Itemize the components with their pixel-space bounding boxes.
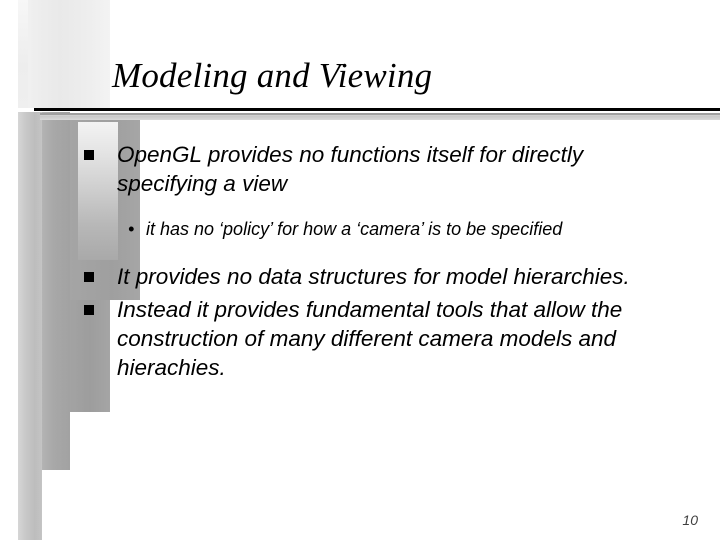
title-divider-shadow: [40, 113, 720, 120]
list-item-text: OpenGL provides no functions itself for …: [117, 142, 584, 196]
title-divider-shadow-top: [40, 113, 720, 115]
decoration-top-block-edge: [18, 0, 28, 108]
slide-body: OpenGL provides no functions itself for …: [84, 140, 664, 386]
list-item: OpenGL provides no functions itself for …: [84, 140, 664, 198]
page-number: 10: [682, 512, 698, 528]
title-divider-rule: [34, 108, 720, 111]
list-item: • it has no ‘policy’ for how a ‘camera’ …: [84, 216, 664, 242]
page-title: Modeling and Viewing: [112, 56, 433, 95]
decoration-bar-second: [42, 112, 70, 470]
list-item-text: It provides no data structures for model…: [117, 264, 630, 289]
square-bullet-icon: [84, 305, 94, 315]
square-bullet-icon: [84, 150, 94, 160]
list-item-text: it has no ‘policy’ for how a ‘camera’ is…: [146, 219, 563, 239]
decoration-top-block: [18, 0, 110, 108]
list-item-text: Instead it provides fundamental tools th…: [117, 297, 623, 380]
decoration-bar-outer: [18, 112, 42, 540]
list-item: It provides no data structures for model…: [84, 262, 664, 291]
spacer: [84, 202, 664, 216]
spacer: [84, 242, 664, 262]
square-bullet-icon: [84, 272, 94, 282]
dot-bullet-icon: •: [128, 219, 135, 239]
decoration-gradient-panel: [78, 122, 118, 260]
list-item: Instead it provides fundamental tools th…: [84, 295, 664, 382]
